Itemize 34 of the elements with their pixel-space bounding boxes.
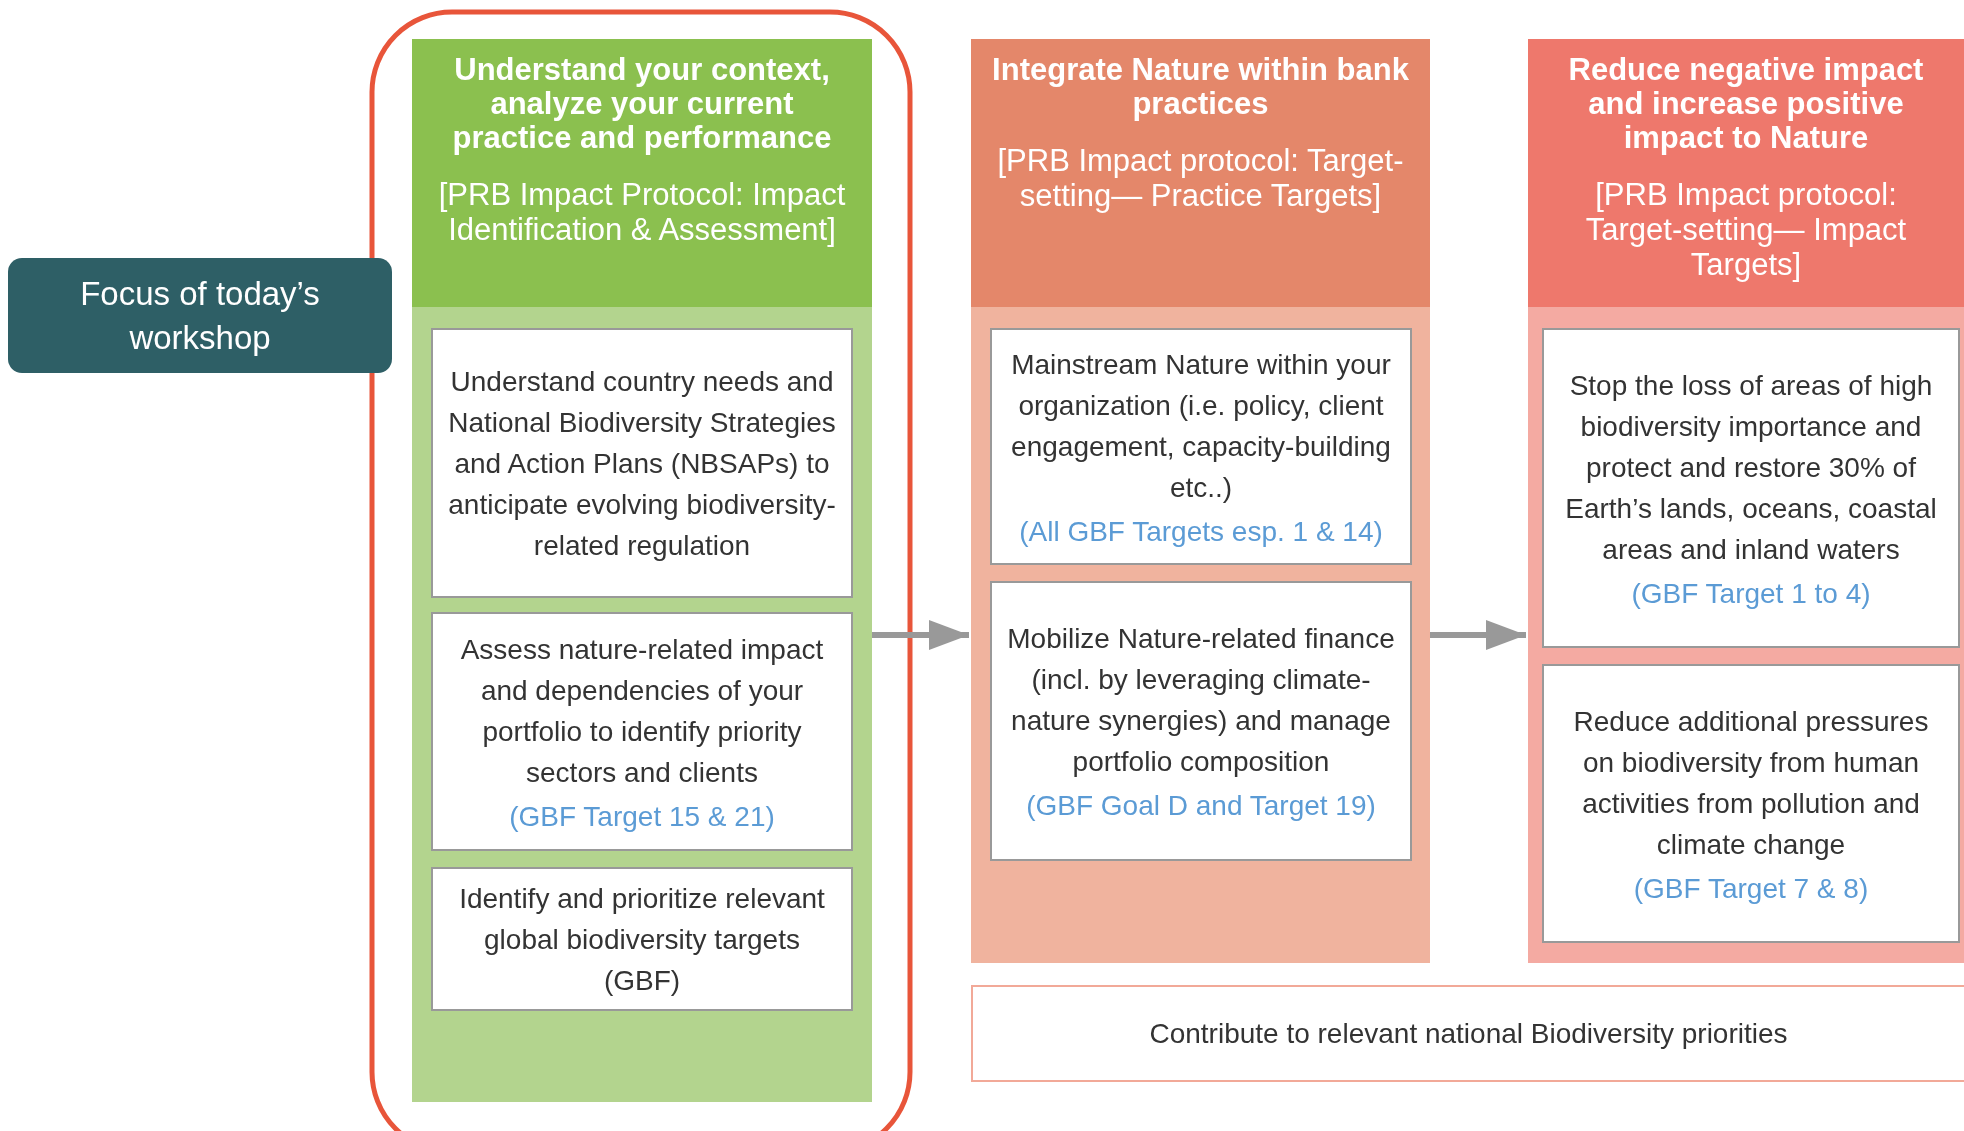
action-text: Identify and prioritize relevant global biodiversity targets (GBF) xyxy=(458,881,826,998)
action-box xyxy=(1542,328,1960,648)
target-reference: (All GBF Targets esp. 1 & 14) xyxy=(1019,514,1383,549)
column-heading: Reduce negative impact and increase positive impact to Nature xyxy=(1567,53,1925,155)
target-reference: (GBF Goal D and Target 19) xyxy=(1026,789,1376,823)
target-reference: (GBF Target 15 & 21) xyxy=(509,799,775,834)
action-box xyxy=(431,612,853,851)
action-box xyxy=(431,328,853,598)
column-heading: Integrate Nature within bank practices xyxy=(991,53,1410,121)
action-box xyxy=(990,328,1412,565)
arrow xyxy=(1430,620,1526,650)
action-text: Reduce additional pressures on biodiversity from human activities from pollution and climate change xyxy=(1572,704,1930,862)
stage-column xyxy=(1528,39,1964,963)
target-reference: (GBF Target 7 & 8) xyxy=(1633,871,1869,906)
action-text: Stop the loss of areas of high biodiversity importance and protect and restore 30% of Earth’s lands, oceans, coastal areas and inland waters xyxy=(1564,368,1938,567)
protocol-reference: [PRB Impact protocol: Target-setting— Practice Targets] xyxy=(996,143,1405,213)
tag-text: Focus of today’s workshop xyxy=(79,273,321,358)
arrow xyxy=(872,620,969,650)
target-reference: (GBF Target 1 to 4) xyxy=(1631,576,1871,611)
protocol-reference: [PRB Impact Protocol: Impact Identification & Assessment] xyxy=(437,177,847,247)
action-text: Mobilize Nature-related finance (incl. by leveraging climate-nature synergies) and manage portfolio composition xyxy=(1006,622,1396,779)
action-box xyxy=(431,867,853,1011)
column-heading: Understand your context, analyze your current practice and performance xyxy=(451,53,833,155)
stage-column xyxy=(412,39,872,1102)
action-box xyxy=(990,581,1412,861)
label-tag xyxy=(8,258,392,373)
action-text: Assess nature-related impact and dependencies of your portfolio to identify priority sectors and clients xyxy=(459,632,825,790)
summary-box xyxy=(971,985,1964,1082)
summary-text: Contribute to relevant national Biodiversity priorities xyxy=(1149,1017,1788,1050)
protocol-reference: [PRB Impact protocol: Target-setting— Impact Targets] xyxy=(1584,177,1908,282)
stage-column xyxy=(971,39,1430,963)
action-text: Understand country needs and National Biodiversity Strategies and Action Plans (NBSAPs) to anticipate evolving biodiversity-related regulation xyxy=(447,364,837,563)
action-box xyxy=(1542,664,1960,943)
action-text: Mainstream Nature within your organization (i.e. policy, client engagement, capacity-building etc..) xyxy=(1010,347,1392,505)
